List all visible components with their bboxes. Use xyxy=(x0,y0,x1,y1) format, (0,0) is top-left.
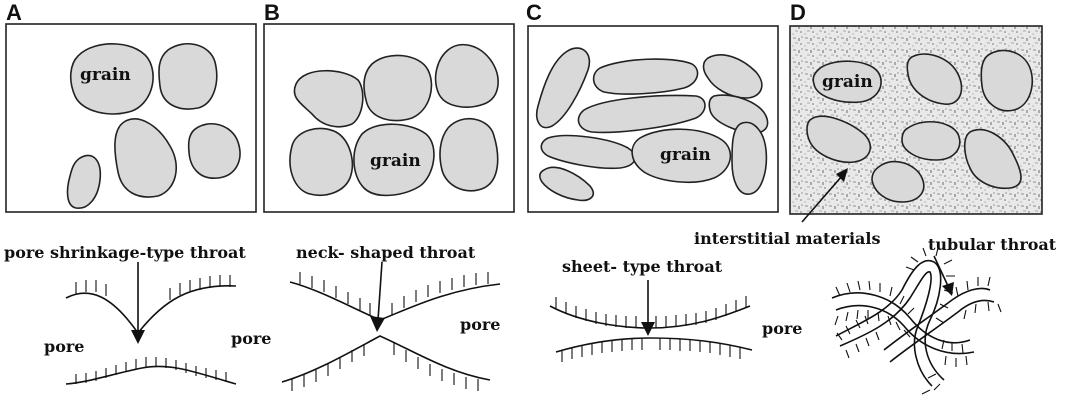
pore-label: pore xyxy=(231,329,271,348)
upper-wall-hatching xyxy=(555,296,747,328)
grain-shape xyxy=(540,134,636,170)
grain-shape xyxy=(158,42,218,110)
grain-shape xyxy=(353,123,435,197)
tube-wall xyxy=(839,271,933,387)
grain-shape xyxy=(592,58,699,95)
panel-c: C grain sheet- type throat pore xyxy=(526,0,802,362)
grain-shape xyxy=(871,160,925,203)
pore-shrinkage-throat-label: pore shrinkage-type throat xyxy=(4,243,246,262)
neck-shaped-throat-label: neck- shaped throat xyxy=(296,243,476,262)
panel-letter-d: D xyxy=(790,0,806,25)
lower-wall-hatching xyxy=(291,343,479,391)
sheet-type-throat-label: sheet- type throat xyxy=(562,257,723,276)
pore-label: pore xyxy=(44,337,84,356)
tube-hatching xyxy=(834,247,1002,395)
throat-arrow-head xyxy=(370,316,385,332)
upper-wall-hatching xyxy=(75,275,231,300)
grain-shape xyxy=(631,128,732,184)
grain-shape xyxy=(289,127,354,196)
panel-b-grains xyxy=(289,43,499,197)
lower-wall xyxy=(65,365,237,385)
grain-shape xyxy=(539,166,594,202)
matrix-arrow-line xyxy=(801,175,843,223)
lower-wall xyxy=(555,337,753,353)
tube-wall xyxy=(835,304,975,355)
tube-wall xyxy=(883,287,991,351)
panel-c-grains xyxy=(536,47,769,202)
tube-wall xyxy=(835,259,945,381)
panel-letter-b: B xyxy=(264,0,280,25)
grain-shape xyxy=(806,115,872,164)
grain-label: grain xyxy=(370,151,421,171)
grain-shape xyxy=(702,54,763,99)
grain-shape xyxy=(812,60,882,104)
tubular-throat-drawing xyxy=(831,247,1002,395)
grain-label: grain xyxy=(822,72,873,92)
throat-arrow-head xyxy=(131,330,145,344)
throat-arrow-line xyxy=(377,261,383,321)
grain-shape xyxy=(731,121,768,195)
grain-shape xyxy=(980,49,1034,112)
panel-a: A grain pore shrinkage-type throat pore … xyxy=(4,0,271,385)
tube-wall xyxy=(889,299,995,363)
lower-wall-hatching xyxy=(561,338,741,362)
grain-shape xyxy=(363,54,433,122)
grain-shape xyxy=(434,43,499,108)
throat-arrow-line xyxy=(933,255,949,287)
pore-label: pore xyxy=(460,315,500,334)
panel-b: B grain neck- shaped throat pore xyxy=(263,0,515,391)
grain-shape xyxy=(114,118,178,198)
throat-arrow-head xyxy=(942,282,954,296)
grain-shape xyxy=(66,154,102,209)
panel-letter-c: C xyxy=(526,0,542,25)
grain-shape xyxy=(69,43,154,115)
tubular-throat-label: tubular throat xyxy=(928,235,1057,254)
grain-shape xyxy=(577,94,706,134)
grain-shape xyxy=(901,121,961,161)
upper-wall-hatching xyxy=(299,272,489,315)
grain-shape xyxy=(187,122,241,179)
lower-wall-hatching xyxy=(75,357,227,384)
panel-letter-a: A xyxy=(6,0,22,25)
panel-a-grains xyxy=(66,42,241,209)
grain-shape xyxy=(536,47,591,129)
grain-shape xyxy=(906,53,963,105)
pore-label: pore xyxy=(762,319,802,338)
grain-shape xyxy=(293,70,364,128)
lower-wall xyxy=(281,335,491,383)
upper-wall xyxy=(65,285,237,335)
grain-label: grain xyxy=(660,145,711,165)
tube-wall xyxy=(831,292,971,344)
grain-label: grain xyxy=(80,65,131,85)
panel-d-grains xyxy=(806,49,1034,203)
panel-d: D grain interstitial materials tubular t… xyxy=(694,0,1057,395)
grain-shape xyxy=(439,118,499,192)
throat-arrow-head xyxy=(641,322,655,336)
matrix-arrow-head xyxy=(836,168,848,182)
grain-shape xyxy=(963,129,1022,190)
interstitial-materials-label: interstitial materials xyxy=(694,229,881,248)
